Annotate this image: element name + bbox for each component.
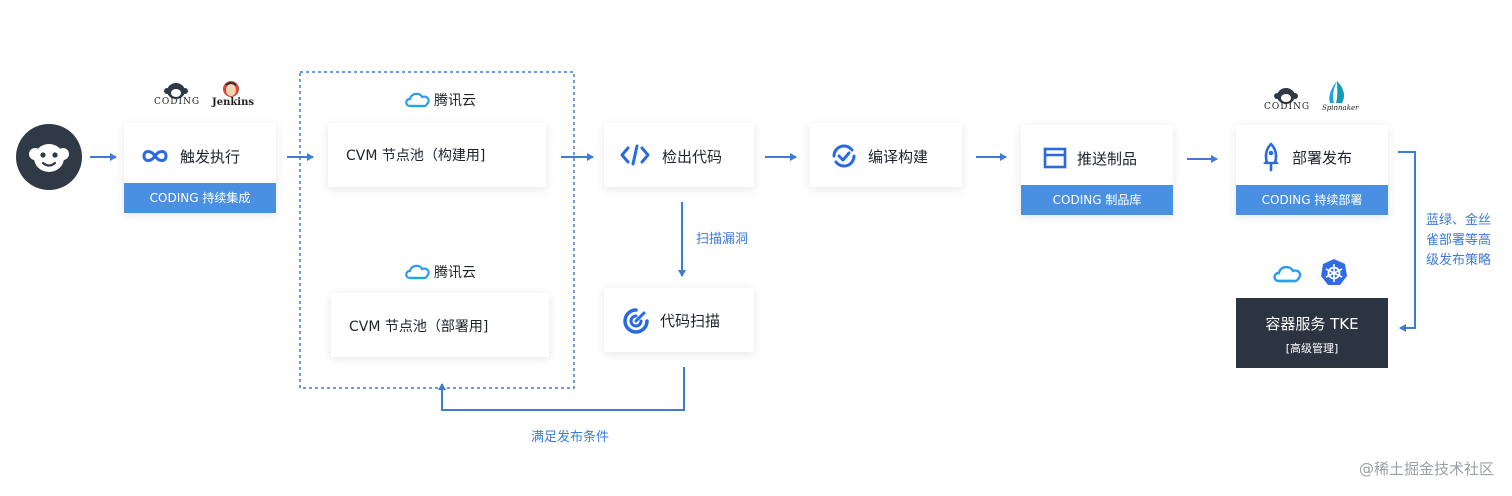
coding-logo-text: CODING (1264, 102, 1311, 112)
trigger-card[interactable]: 触发执行 CODING 持续集成 (124, 123, 276, 213)
deploy-band: CODING 持续部署 (1236, 185, 1388, 215)
cvm-build-pool-title: CVM 节点池（构建用] (346, 148, 486, 164)
deploy-title: 部署发布 (1292, 149, 1353, 167)
code-brackets-icon (620, 144, 650, 169)
tke-subtitle: [高级管理] (1285, 342, 1339, 355)
watermark: @稀土掘金技术社区 (1358, 460, 1494, 478)
jenkins-logo-text: Jenkins (212, 97, 254, 108)
cvm-deploy-pool-card[interactable]: CVM 节点池（部署用] (331, 293, 549, 357)
push-artifact-band: CODING 制品库 (1021, 185, 1173, 215)
arrow-scan-to-deploy-pool (438, 367, 685, 411)
tke-title: 容器服务 TKE (1265, 315, 1359, 333)
tencent-cloud-icon (1273, 265, 1302, 283)
push-artifact-card[interactable]: 推送制品 CODING 制品库 (1021, 125, 1173, 215)
tke-card[interactable]: 容器服务 TKE [高级管理] (1236, 298, 1388, 368)
cvm-build-pool-card[interactable]: CVM 节点池（构建用] (328, 123, 546, 187)
kubernetes-icon (1321, 259, 1347, 285)
spinnaker-logo-text: Spinnaker (1322, 104, 1359, 112)
cvm-deploy-pool-title: CVM 节点池（部署用] (349, 319, 489, 335)
build-check-icon (830, 143, 858, 173)
infinity-icon (141, 148, 169, 168)
push-artifact-title: 推送制品 (1077, 150, 1138, 168)
artifact-box-icon (1043, 147, 1067, 173)
coding-logo-text: CODING (154, 97, 201, 107)
release-strategy-text: 蓝绿、金丝 雀部署等高 级发布策略 (1426, 211, 1491, 271)
scan-icon (622, 307, 650, 339)
strategy-line-3: 级发布策略 (1426, 253, 1492, 268)
coding-monkey-avatar-icon (16, 124, 82, 190)
tencent-cloud-text-top: 腾讯云 (434, 93, 476, 109)
tencent-cloud-text-bottom: 腾讯云 (434, 265, 476, 281)
build-card[interactable]: 编译构建 (810, 123, 962, 187)
tencent-cloud-pool-frame (299, 71, 575, 389)
release-condition-label: 满足发布条件 (531, 430, 610, 445)
rocket-icon (1260, 142, 1282, 176)
coding-logo-icon: CODING (1264, 86, 1309, 114)
checkout-title: 检出代码 (662, 148, 723, 166)
spinnaker-icon: Spinnaker (1322, 80, 1359, 114)
trigger-title: 触发执行 (180, 148, 241, 166)
checkout-card[interactable]: 检出代码 (604, 123, 754, 187)
deploy-card[interactable]: 部署发布 CODING 持续部署 (1236, 125, 1388, 215)
code-scan-title: 代码扫描 (660, 312, 721, 330)
tencent-cloud-icon (405, 264, 430, 280)
arrow-deploy-to-tke (1398, 151, 1416, 332)
coding-logo-icon: CODING (154, 81, 199, 109)
jenkins-icon: Jenkins (211, 80, 254, 110)
strategy-line-1: 蓝绿、金丝 (1426, 213, 1492, 228)
strategy-line-2: 雀部署等高 (1426, 233, 1492, 248)
scan-edge-label: 扫描漏洞 (696, 232, 749, 247)
build-title: 编译构建 (868, 148, 929, 166)
tencent-cloud-icon (405, 92, 430, 108)
code-scan-card[interactable]: 代码扫描 (604, 288, 754, 352)
trigger-band: CODING 持续集成 (124, 183, 276, 213)
